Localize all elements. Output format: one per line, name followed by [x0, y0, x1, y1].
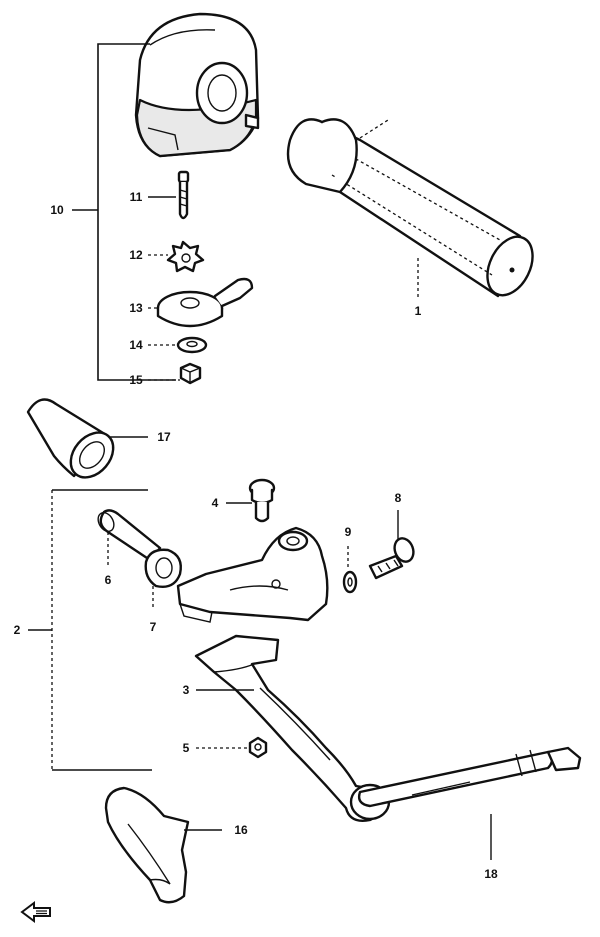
callout-4: 4 — [212, 496, 219, 510]
nut-15 — [179, 362, 202, 385]
front-direction-arrow-icon — [20, 901, 51, 923]
adjuster-locknut — [144, 548, 182, 588]
callout-1: 1 — [415, 304, 422, 318]
callout-3: 3 — [183, 683, 190, 697]
holder-screw — [368, 537, 415, 580]
washer-14 — [176, 336, 208, 354]
callout-16: 16 — [234, 823, 248, 837]
handlebar-grip — [286, 118, 534, 298]
star-washer — [166, 240, 205, 273]
callout-5: 5 — [183, 741, 190, 755]
callout-7: 7 — [150, 620, 157, 634]
callout-12: 12 — [129, 248, 143, 262]
callout-18: 18 — [484, 867, 498, 881]
lever-nut — [248, 736, 268, 759]
lever-cover — [104, 786, 190, 904]
housing-screw — [177, 170, 190, 220]
leader-lines — [107, 196, 492, 860]
bracket-10 — [72, 43, 176, 381]
callout-15: 15 — [129, 373, 143, 387]
adjuster-bolt — [97, 509, 162, 562]
callout-9: 9 — [345, 525, 352, 539]
throttle-housing — [134, 12, 260, 158]
callout-17: 17 — [157, 430, 171, 444]
callout-2: 2 — [14, 623, 21, 637]
callout-8: 8 — [395, 491, 402, 505]
lever-pivot-bolt — [248, 478, 276, 523]
bracket-2 — [28, 489, 152, 771]
callout-13: 13 — [129, 301, 143, 315]
cable-strap — [357, 746, 582, 808]
washer-9 — [342, 570, 358, 594]
lever-holder — [176, 526, 329, 623]
throttle-pulley — [156, 277, 254, 328]
callout-6: 6 — [105, 573, 112, 587]
callout-10: 10 — [50, 203, 64, 217]
cable-boot — [26, 398, 115, 479]
callout-14: 14 — [129, 338, 143, 352]
callout-11: 11 — [130, 190, 143, 204]
callout-labels: 1 2 3 4 5 6 7 8 9 10 11 12 13 14 15 16 1… — [14, 190, 498, 881]
